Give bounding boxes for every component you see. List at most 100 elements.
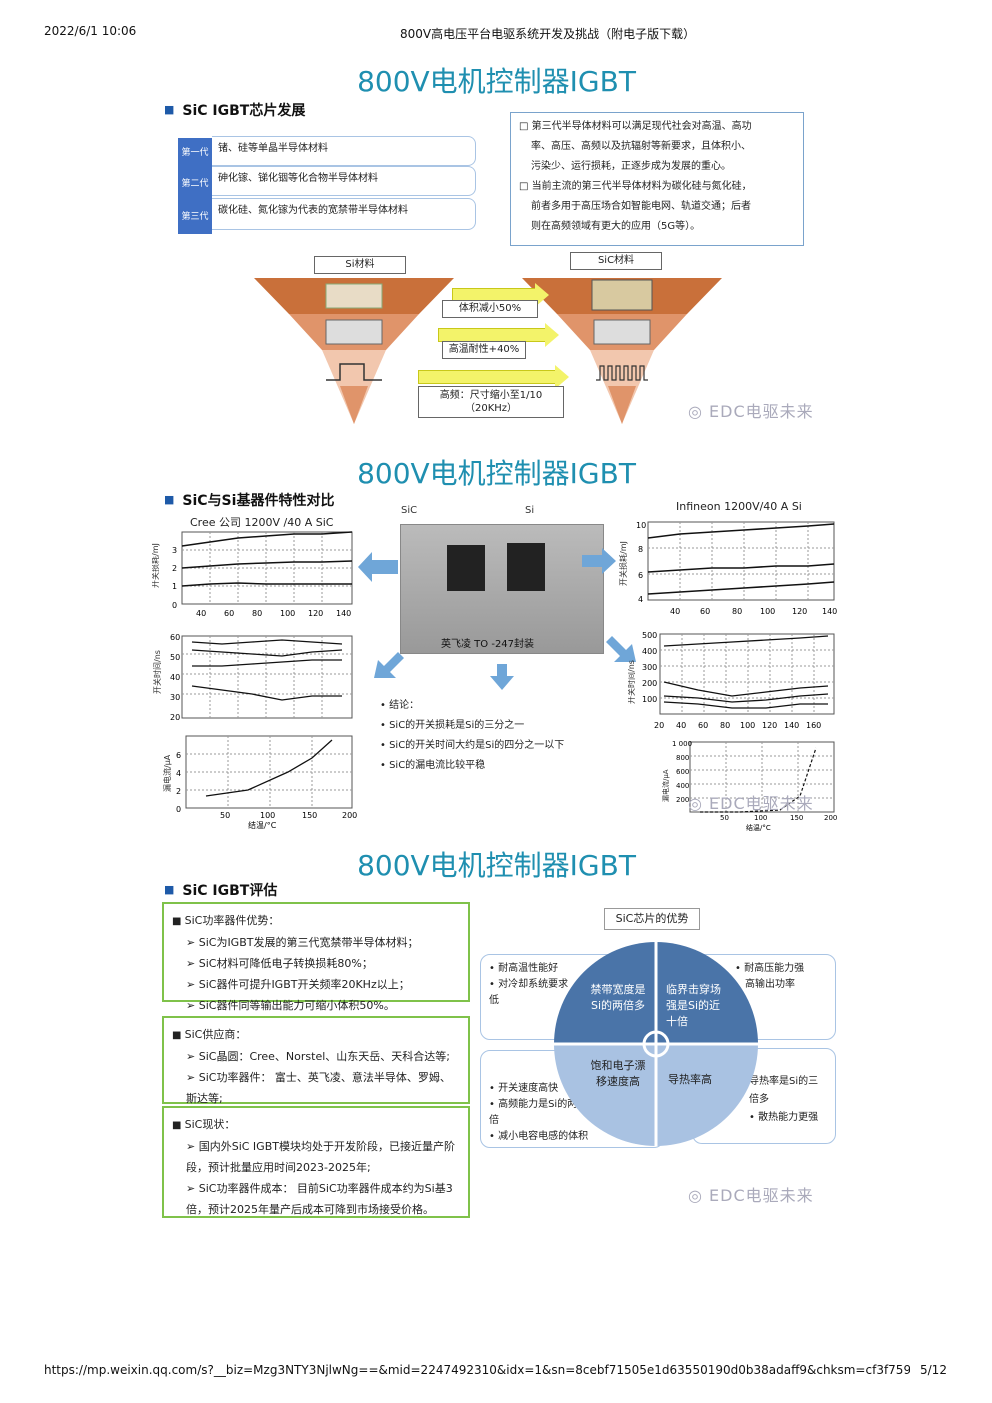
diagram-title: SiC芯片的优势 (604, 908, 700, 930)
left-loss-xtick-0: 40 (196, 609, 206, 618)
left-leak-xtick-1: 100 (260, 811, 275, 820)
right-leak-ytick-4: 1 000 (672, 740, 692, 748)
watermark: ◎ EDC电驱未来 (688, 402, 814, 421)
right-loss-ytick-0: 4 (638, 595, 643, 604)
left-loss-xtick-5: 140 (336, 609, 351, 618)
left-leak-xlabel: 结温/°C (248, 820, 277, 830)
note-line-2: 率、高压、高频以及抗辐射等新要求，且体积小、 (531, 141, 751, 152)
info-note-box: □ 第三代半导体材料可以满足现代社会对高温、高功 率、高压、高频以及抗辐射等新要… (510, 112, 804, 246)
right-leak-xtick-3: 200 (824, 814, 837, 822)
left-chart-title: Cree 公司 1200V /40 A SiC (190, 516, 334, 529)
left-time-ytick-0: 20 (170, 713, 180, 722)
sic-device-image (447, 545, 485, 591)
right-time-ytick-1: 200 (642, 679, 657, 688)
footer-page: 5/12 (920, 1363, 947, 1377)
right-time-xtick-0: 20 (654, 721, 664, 730)
right-time-ytick-3: 400 (642, 647, 657, 656)
gen-item-2: 砷化镓、锑化铟等化合物半导体材料 (212, 166, 476, 196)
status-box: SiC现状： 国内外SiC IGBT模块均处于开发阶段，已接近量产阶段，预计批量… (162, 1106, 470, 1218)
suppliers-title: SiC供应商： (172, 1024, 460, 1046)
note-line-6: 则在高频领域有更大的应用（5G等）。 (531, 221, 701, 232)
status-1: 国内外SiC IGBT模块均处于开发阶段，已接近量产阶段，预计批量应用时间202… (172, 1136, 460, 1178)
conclusion-title: • 结论： (380, 700, 420, 711)
left-time-ytick-1: 30 (170, 693, 180, 702)
section-heading: SiC与Si基器件特性对比 (164, 490, 334, 510)
advantage-3: SiC器件可提升IGBT开关频率20KHz以上； (172, 974, 460, 995)
photo-label-si: Si (525, 505, 535, 516)
arrow-volume-label: 体积减小50% (442, 300, 538, 318)
quadrant-top-left: 禁带宽度是Si的两倍多 (590, 983, 646, 1012)
right-leak-xtick-2: 150 (790, 814, 803, 822)
left-leak-ylabel: 漏电流/μA (162, 754, 172, 792)
left-loss-ytick-0: 0 (172, 601, 177, 610)
arrow-down-icon (490, 664, 514, 690)
suppliers-box: SiC供应商： SiC晶圆：Cree、Norstel、山东天岳、天科合达等; S… (162, 1016, 470, 1105)
right-leak-ylabel: 漏电流/μA (661, 769, 670, 802)
section-heading: SiC IGBT评估 (164, 880, 277, 900)
right-time-chart: 开关时间/ns 500 400 300 200 100 20 40 60 80 … (628, 631, 835, 730)
left-leak-ytick-2: 4 (176, 769, 181, 778)
sic-chip-image (593, 319, 651, 345)
right-loss-ylabel: 开关损耗/mJ (618, 541, 628, 586)
right-time-xtick-7: 160 (806, 721, 821, 730)
right-time-ylabel: 开关时间/ns (628, 660, 636, 704)
footer-url[interactable]: https://mp.weixin.qq.com/s?__biz=Mzg3NTY… (44, 1363, 910, 1377)
slide-title: 800V电机控制器IGBT (357, 849, 636, 882)
gen-label-1: 第一代 (178, 138, 212, 168)
left-leak-xtick-2: 150 (302, 811, 317, 820)
arrow-downright-icon (606, 636, 636, 662)
watermark: ◎ EDC电驱未来 (688, 1186, 814, 1205)
note-line-3: 污染少、运行损耗，正逐步成为发展的重心。 (531, 161, 731, 172)
watermark: ◎ EDC电驱未来 (688, 794, 814, 813)
quadrant-bottom-left: 饱和电子漂移速度高 (590, 1059, 646, 1088)
right-time-ytick-4: 500 (642, 631, 657, 640)
right-time-ytick-2: 300 (642, 663, 657, 672)
note-line-5: 前者多用于高压场合如智能电网、轨道交通；后者 (531, 201, 751, 212)
left-time-ylabel: 开关时间/ns (152, 650, 162, 694)
right-loss-chart: 开关损耗/mJ 10 8 6 4 40 60 80 100 120 140 (618, 521, 837, 616)
note-line-1: □ 第三代半导体材料可以满足现代社会对高温、高功 (519, 121, 752, 132)
slide-title: 800V电机控制器IGBT (357, 65, 636, 98)
si-device-image (507, 543, 545, 591)
cycle-icon (642, 1030, 670, 1058)
si-material-label: Si材料 (314, 256, 406, 274)
advantage-4: SiC器件同等输出能力可缩小体积50%。 (172, 995, 460, 1016)
status-2: SiC功率器件成本： 目前SiC功率器件成本约为Si基3倍，预计2025年量产后… (172, 1178, 460, 1220)
right-time-ytick-0: 100 (642, 695, 657, 704)
left-loss-xtick-1: 60 (224, 609, 234, 618)
right-loss-xtick-3: 100 (760, 607, 775, 616)
right-leak-xtick-1: 100 (754, 814, 767, 822)
conclusion-box: • 结论： • SiC的开关损耗是Si的三分之一 • SiC的开关时间大约是Si… (380, 696, 602, 778)
arrow-temp-label: 高温耐性+40% (442, 341, 526, 359)
gen-item-1: 锗、硅等单晶半导体材料 (212, 136, 476, 166)
advantage-1: SiC为IGBT发展的第三代宽禁带半导体材料； (172, 932, 460, 953)
sic-module-image (591, 279, 653, 311)
left-leak-ytick-0: 0 (176, 805, 181, 814)
right-leak-ytick-0: 200 (676, 796, 689, 804)
slide-title: 800V电机控制器IGBT (357, 457, 636, 490)
right-time-xtick-4: 100 (740, 721, 755, 730)
left-loss-ytick-1: 1 (172, 582, 177, 591)
advantages-box: SiC功率器件优势： SiC为IGBT发展的第三代宽禁带半导体材料； SiC材料… (162, 902, 470, 1012)
note-line-4: □ 当前主流的第三代半导体材料为碳化硅与氮化硅， (519, 181, 752, 192)
left-leak-xtick-0: 50 (220, 811, 230, 820)
left-time-chart: 开关时间/ns 20 30 40 50 60 (152, 633, 353, 722)
left-leak-ytick-1: 2 (176, 787, 181, 796)
right-leakage-chart: 漏电流/μA 1 000 800 600 400 200 50 100 150 … (661, 740, 837, 832)
left-loss-ylabel: 开关损耗/mJ (152, 543, 160, 588)
status-title: SiC现状： (172, 1114, 460, 1136)
gen-label-2: 第二代 (178, 168, 212, 200)
left-loss-xtick-2: 80 (252, 609, 262, 618)
si-chip-image (325, 319, 383, 345)
right-time-xtick-3: 80 (720, 721, 730, 730)
left-loss-ytick-2: 2 (172, 564, 177, 573)
left-leak-xtick-3: 200 (342, 811, 357, 820)
conclusion-2: • SiC的开关时间大约是Si的四分之一以下 (380, 740, 565, 751)
right-time-xtick-1: 40 (676, 721, 686, 730)
right-loss-xtick-5: 140 (822, 607, 837, 616)
right-loss-ytick-3: 10 (636, 521, 646, 530)
right-time-xtick-2: 60 (698, 721, 708, 730)
header-datetime: 2022/6/1 10:06 (44, 24, 137, 38)
right-loss-xtick-4: 120 (792, 607, 807, 616)
conclusion-1: • SiC的开关损耗是Si的三分之一 (380, 720, 525, 731)
